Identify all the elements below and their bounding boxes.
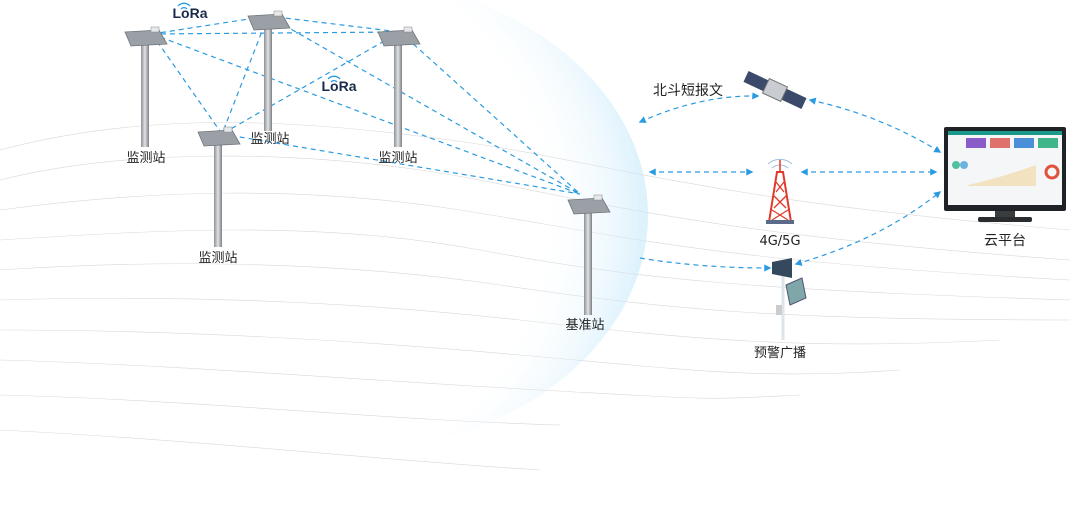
wifi-signal-icon (177, 2, 341, 83)
monitor-station-label: 监测站 (250, 132, 289, 147)
cloud-platform-label: 云平台 (984, 233, 1026, 249)
cell-tower-icon (766, 158, 794, 224)
satellite-icon (743, 71, 807, 109)
lora-label: LoRa (322, 78, 357, 94)
warning-broadcast-label: 预警广播 (754, 345, 806, 361)
monitor-station-label: 监测站 (378, 151, 417, 166)
warning-speaker-icon (772, 258, 807, 340)
base-station-label: 基准站 (565, 318, 604, 333)
cellular-label: 4G/5G (759, 234, 800, 249)
monitor-station-label: 监测站 (198, 251, 237, 266)
monitor-station-label: 监测站 (126, 151, 165, 166)
coverage-sphere (12, 0, 648, 455)
beidou-label: 北斗短报文 (653, 83, 723, 99)
backbone-links (638, 92, 942, 272)
lora-label: LoRa (173, 5, 208, 21)
lora-links (151, 15, 581, 195)
cloud-monitor-icon (944, 127, 1066, 222)
